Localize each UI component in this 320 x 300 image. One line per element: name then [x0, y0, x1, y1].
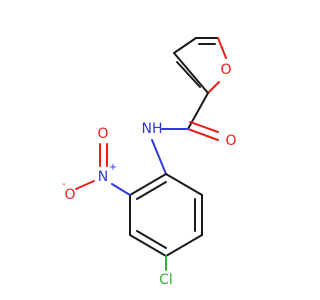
bond-carbonyl-o-double	[189, 121, 219, 133]
bond-c4-c1	[173, 52, 209, 94]
bond-nitro-o-left	[75, 180, 95, 190]
molecule-structure: O O NH N + O O - Cl	[62, 37, 237, 288]
bond-b3-b4	[165, 234, 203, 257]
bond-b4-b5-inner	[136, 230, 167, 249]
amide-nh-label: NH	[142, 121, 163, 137]
furan-ring	[173, 37, 227, 94]
bond-carbonyl-o	[187, 128, 219, 141]
bond-c3-o	[217, 37, 227, 59]
nitro-group	[75, 143, 131, 196]
bond-b6-b1-inner	[136, 181, 167, 200]
bond-o-c4	[207, 81, 220, 94]
bond-c4-c1-inner	[176, 61, 201, 88]
bond-n-ring	[151, 139, 167, 175]
carbonyl-oxygen-label: O	[225, 133, 236, 149]
nitro-nitrogen-label: N	[98, 169, 108, 185]
amide-group	[151, 92, 219, 175]
bond-ring-nitro	[111, 183, 131, 196]
furan-oxygen-label: O	[220, 62, 231, 78]
nitro-oxygen-minus-label: O	[64, 187, 75, 203]
nitro-oxygen-top-label: O	[97, 126, 108, 142]
bond-c4-carbonyl	[187, 92, 209, 130]
bond-b4-b5	[129, 234, 167, 257]
bond-b1-b2	[165, 173, 203, 196]
nitro-oxygen-charge: -	[62, 179, 66, 190]
bond-c1-c2	[173, 37, 197, 54]
chlorine-label: Cl	[159, 272, 173, 288]
benzene-ring	[129, 173, 203, 257]
bond-b6-b1	[129, 173, 167, 196]
nitro-nitrogen-charge: +	[109, 162, 117, 173]
